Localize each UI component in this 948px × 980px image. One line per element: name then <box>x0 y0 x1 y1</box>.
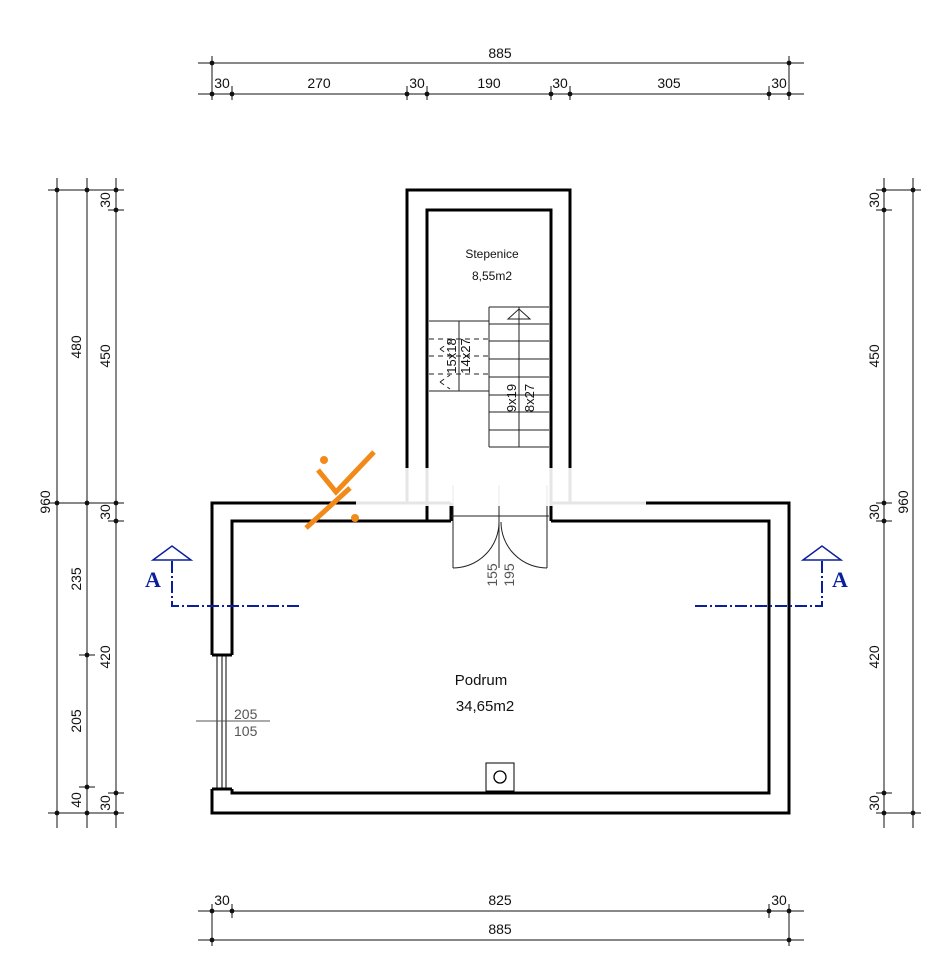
window <box>196 655 270 789</box>
top-dim-5: 30 <box>552 75 568 91</box>
top-dim-6: 305 <box>657 75 681 91</box>
door-height: 195 <box>501 563 517 587</box>
right-dimension-ticks <box>881 187 916 816</box>
top-dim-7: 30 <box>771 75 787 91</box>
top-dim-1: 30 <box>214 75 230 91</box>
bottom-total-dim: 885 <box>488 921 512 937</box>
walls <box>210 188 791 815</box>
left-dim-40: 40 <box>68 792 84 808</box>
right-dim-960: 960 <box>895 490 911 514</box>
room-area-stepenice: 8,55m2 <box>472 269 512 283</box>
top-dim-2: 270 <box>307 75 331 91</box>
left-dim-205: 205 <box>68 709 84 733</box>
left-dim-30-top: 30 <box>97 192 113 208</box>
right-dim-30-mid: 30 <box>866 504 882 520</box>
section-line-right <box>693 545 844 607</box>
left-dim-450: 450 <box>97 344 113 368</box>
top-dimension-lines <box>198 56 804 100</box>
stairs-hidden <box>429 338 489 390</box>
watermark-logo <box>304 450 646 530</box>
room-name-podrum: Podrum <box>455 672 508 689</box>
drain-icon <box>493 770 507 784</box>
stairs-right-rise: 9x19 <box>504 384 519 412</box>
bottom-dim-1: 30 <box>214 892 230 908</box>
top-dimension-ticks <box>209 60 792 97</box>
top-dim-3: 30 <box>409 75 425 91</box>
left-dim-30-mid: 30 <box>97 504 113 520</box>
right-dim-30-bot: 30 <box>866 795 882 811</box>
left-dim-420: 420 <box>97 645 113 669</box>
floor-drain <box>485 762 515 792</box>
left-dim-235: 235 <box>68 567 84 591</box>
right-dim-450: 450 <box>866 344 882 368</box>
section-line-left <box>150 545 300 607</box>
right-dim-30-top: 30 <box>866 192 882 208</box>
section-mark-right: A <box>832 567 848 592</box>
top-dim-4: 190 <box>477 75 501 91</box>
bottom-dim-2: 825 <box>488 892 512 908</box>
top-total-dim: 885 <box>488 45 512 61</box>
section-mark-left: A <box>145 567 161 592</box>
stairs-right-run: 8x27 <box>522 384 537 412</box>
window-height: 105 <box>234 723 258 739</box>
bottom-dim-3: 30 <box>771 892 787 908</box>
window-width: 205 <box>234 706 258 722</box>
left-dimension-ticks <box>54 187 119 816</box>
room-area-podrum: 34,65m2 <box>456 698 514 715</box>
stairs <box>429 306 549 448</box>
left-dim-480: 480 <box>68 335 84 359</box>
door-width: 155 <box>484 563 500 587</box>
stairs-left-run: 14x27 <box>458 338 473 373</box>
room-name-stepenice: Stepenice <box>465 247 519 261</box>
left-dim-960: 960 <box>37 490 53 514</box>
right-dim-420: 420 <box>866 645 882 669</box>
stairs-left-rise: 15x18 <box>444 338 459 373</box>
left-dim-30-bot: 30 <box>97 795 113 811</box>
bottom-dimension-ticks <box>209 908 792 943</box>
